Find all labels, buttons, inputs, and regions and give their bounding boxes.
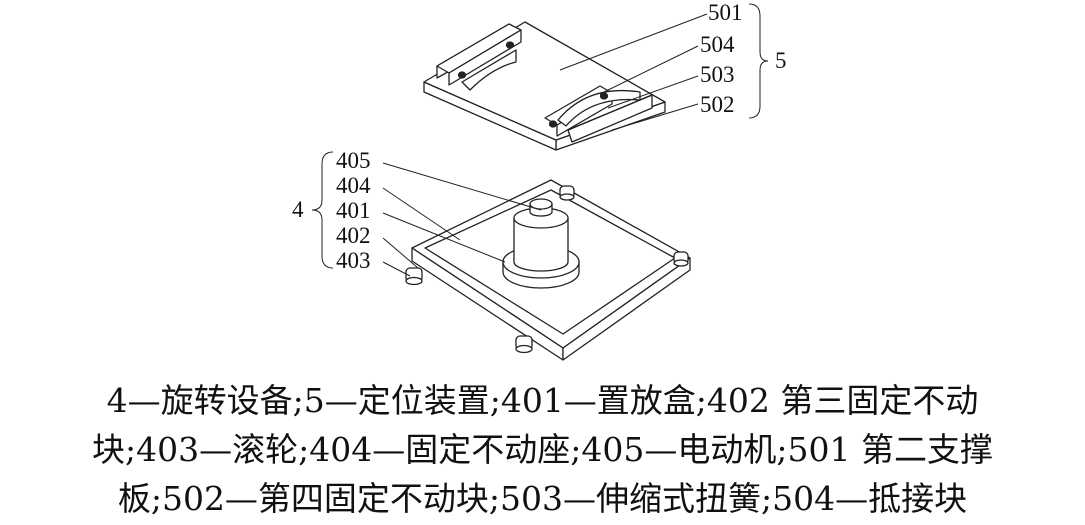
caption-line-2: 块;403—滚轮;404—固定不动座;405—电动机;501 第二支撑 [92, 430, 993, 469]
label-504: 504 [700, 32, 735, 57]
label-403: 403 [336, 248, 371, 273]
label-402: 402 [336, 223, 371, 248]
assembly-diagram: 501 504 503 502 5 405 404 401 402 403 4 [292, 0, 787, 361]
fixed-block-502 [544, 85, 653, 143]
label-502: 502 [700, 92, 735, 117]
label-404: 404 [336, 173, 371, 198]
label-group-4: 4 [292, 197, 304, 222]
caption-line-1: 4—旋转设备;5—定位装置;401—置放盒;402 第三固定不动 [106, 381, 979, 420]
support-plate-501 [423, 21, 666, 151]
leader-lines [311, 3, 769, 277]
label-503: 503 [700, 62, 735, 87]
positioning-block-left [436, 23, 522, 91]
label-501: 501 [708, 0, 743, 25]
part-labels: 501 504 503 502 5 405 404 401 402 403 4 [292, 0, 787, 273]
label-405: 405 [336, 148, 371, 173]
rollers-403 [405, 185, 689, 354]
motor-405 [513, 198, 569, 272]
caption-line-3: 板;502—第四固定不动块;503—伸缩式扭簧;504—抵接块 [117, 479, 968, 518]
label-group-5: 5 [775, 48, 787, 73]
label-401: 401 [336, 198, 371, 223]
